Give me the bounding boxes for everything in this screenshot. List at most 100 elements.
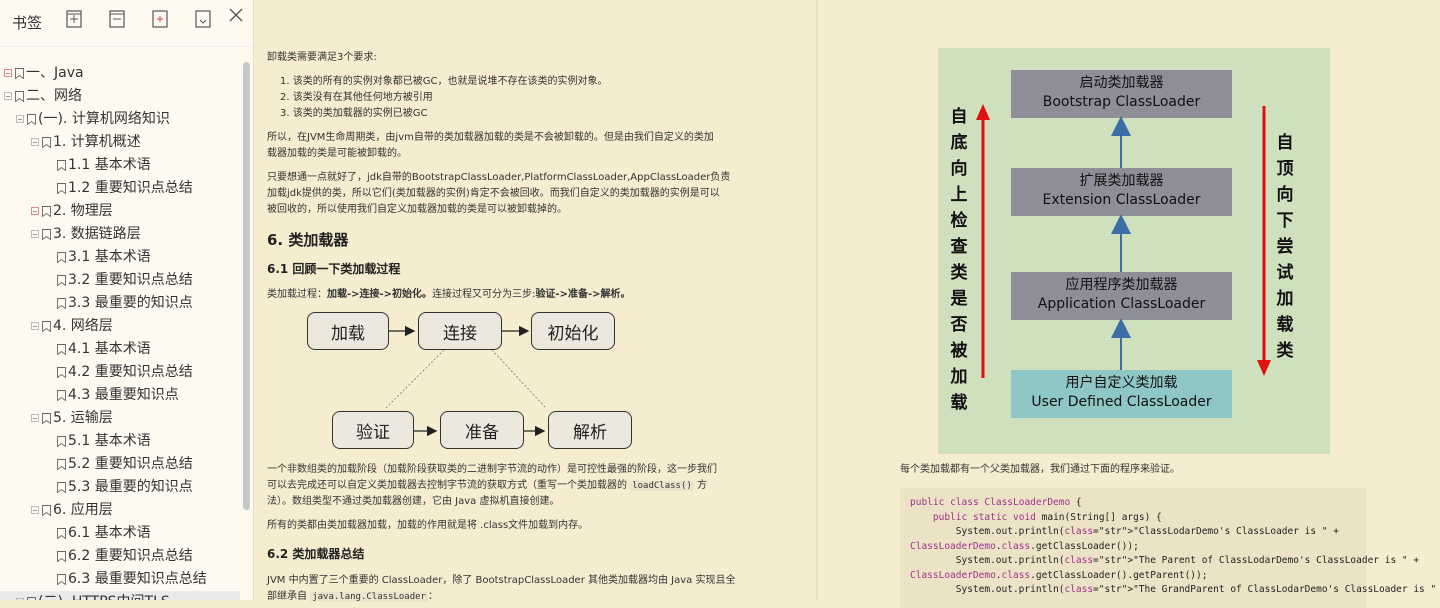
sidebar-item[interactable]: (二). HTTPS中间TLS: [0, 591, 240, 600]
close-icon[interactable]: [228, 6, 244, 24]
vertical-char: 顶: [1276, 159, 1294, 179]
bookmark-icon: [57, 528, 66, 539]
sidebar-item[interactable]: 3.1 基本术语: [0, 246, 240, 269]
collapse-toggle-icon[interactable]: [16, 115, 24, 123]
sidebar-item[interactable]: 6.1 基本术语: [0, 522, 240, 545]
inline-code: java.lang.ClassLoader: [310, 592, 428, 602]
paragraph-line: 被回收的，所以使用我们自定义加载器加载的类是可以被卸载掉的。: [267, 204, 567, 215]
sidebar-item[interactable]: 一、Java: [0, 62, 240, 85]
sidebar-item[interactable]: 5.3 最重要的知识点: [0, 476, 240, 499]
bookmark-icon: [42, 206, 51, 217]
paragraph-text: ：: [427, 591, 438, 602]
flow-resolve-box: 解析: [548, 411, 632, 449]
sidebar-item[interactable]: (一). 计算机网络知识: [0, 108, 240, 131]
sidebar-item[interactable]: 4.1 基本术语: [0, 338, 240, 361]
box-en-label: User Defined ClassLoader: [1031, 394, 1212, 410]
collapse-toggle-icon[interactable]: [31, 506, 39, 514]
sidebar-item[interactable]: 4.2 重要知识点总结: [0, 361, 240, 384]
sidebar-item[interactable]: 2. 物理层: [0, 200, 240, 223]
paragraph-line: 法）。数组类型不通过类加载器创建，它由 Java 虚拟机直接创建。: [267, 496, 560, 507]
sidebar-item-label: 3.2 重要知识点总结: [68, 272, 193, 288]
bookmark-icon: [57, 252, 66, 263]
bookmark-icon: [57, 574, 66, 585]
sidebar-item-label: 1.1 基本术语: [68, 157, 151, 173]
collapse-toggle-icon[interactable]: [31, 230, 39, 238]
sidebar-item-label: 3.3 最重要的知识点: [68, 295, 193, 311]
collapse-toggle-icon[interactable]: [31, 322, 39, 330]
bookmark-icon: [42, 137, 51, 148]
paragraph-line: 载器加载的类是可能被卸载的。: [267, 148, 407, 159]
flow-load-box: 加载: [307, 312, 389, 350]
bookmark-icon: [57, 436, 66, 447]
collapse-toggle-icon[interactable]: [31, 138, 39, 146]
bookmark-icon: [27, 597, 36, 600]
sidebar-item-label: 4.1 基本术语: [68, 341, 151, 357]
sidebar-item[interactable]: 6. 应用层: [0, 499, 240, 522]
bootstrap-loader-box: 启动类加载器 Bootstrap ClassLoader: [1011, 70, 1232, 118]
sidebar-item[interactable]: 5.1 基本术语: [0, 430, 240, 453]
vertical-char: 向: [1276, 185, 1294, 205]
sidebar-item[interactable]: 4. 网络层: [0, 315, 240, 338]
vertical-char: 载: [1276, 315, 1294, 335]
sidebar-item[interactable]: 1. 计算机概述: [0, 131, 240, 154]
vertical-char: 自: [950, 107, 968, 127]
sidebar-item[interactable]: 5.2 重要知识点总结: [0, 453, 240, 476]
vertical-char: 类: [950, 263, 968, 283]
sidebar-item[interactable]: 4.3 最重要知识点: [0, 384, 240, 407]
inline-code: loadClass(): [630, 481, 694, 491]
bookmark-icon: [57, 298, 66, 309]
sidebar-item-label: 4.3 最重要知识点: [68, 387, 179, 403]
paragraph-line: 部继承自 java.lang.ClassLoader：: [267, 589, 438, 605]
collapse-toggle-icon[interactable]: [4, 92, 12, 100]
sidebar-item-label: 4. 网络层: [53, 318, 113, 334]
code-block: public class ClassLoaderDemo { public st…: [900, 488, 1437, 608]
bottom-up-check-text: 自底向上检查类是否被加载: [949, 104, 969, 416]
paragraph-line: JVM 中内置了三个重要的 ClassLoader，除了 BootstrapCl…: [267, 575, 736, 586]
application-loader-box: 应用程序类加载器 Application ClassLoader: [1011, 272, 1232, 320]
vertical-char: 上: [950, 185, 968, 205]
code-line: public class ClassLoaderDemo {: [910, 497, 1082, 508]
add-bookmark-icon[interactable]: [152, 10, 168, 28]
sidebar-item[interactable]: 二、网络: [0, 85, 240, 108]
vertical-char: 下: [1276, 211, 1294, 231]
sidebar-item[interactable]: 6.2 重要知识点总结: [0, 545, 240, 568]
top-down-load-text: 自顶向下尝试加载类: [1275, 130, 1295, 364]
sidebar-item[interactable]: 3.2 重要知识点总结: [0, 269, 240, 292]
sidebar-item-label: 5.3 最重要的知识点: [68, 479, 193, 495]
unload-intro: 卸载类需要满足3个要求:: [267, 52, 377, 63]
bookmark-icon: [27, 114, 36, 125]
section-heading: 6. 类加载器: [267, 231, 349, 249]
sidebar-item[interactable]: 5. 运输层: [0, 407, 240, 430]
sidebar-item-label: (二). HTTPS中间TLS: [38, 591, 170, 600]
sidebar-item[interactable]: 3.3 最重要的知识点: [0, 292, 240, 315]
box-en-label: Bootstrap ClassLoader: [1042, 94, 1201, 110]
sidebar-item[interactable]: 1.1 基本术语: [0, 154, 240, 177]
sidebar-item[interactable]: 3. 数据链路层: [0, 223, 240, 246]
collapse-all-icon[interactable]: [109, 10, 125, 28]
code-line: System.out.println(class="str">"The Gran…: [910, 584, 1437, 595]
flow-prepare-box: 准备: [440, 411, 524, 449]
collapse-toggle-icon[interactable]: [4, 69, 12, 77]
bookmark-icon: [57, 390, 66, 401]
bookmark-icon[interactable]: [195, 10, 211, 28]
vertical-char: 否: [950, 315, 968, 335]
code-line: ClassLoaderDemo.class.getClassLoader().g…: [910, 569, 1208, 581]
collapse-toggle-icon[interactable]: [31, 414, 39, 422]
sidebar-title: 书签: [12, 14, 43, 32]
sidebar-scrollbar[interactable]: [243, 62, 250, 510]
paragraph-line: 加载jdk提供的类，所以它们(类加载器的实例)肯定不会被回收。而我们自定义的类加…: [267, 188, 720, 199]
bookmark-icon: [15, 68, 24, 79]
sidebar-item[interactable]: 1.2 重要知识点总结: [0, 177, 240, 200]
sidebar-item-label: 5.1 基本术语: [68, 433, 151, 449]
page-divider: [816, 0, 818, 600]
diagram-caption: 每个类加载都有一个父类加载器，我们通过下面的程序来验证。: [900, 464, 1180, 475]
collapse-toggle-icon[interactable]: [16, 598, 24, 600]
sidebar-item-label: 6.2 重要知识点总结: [68, 548, 193, 564]
paragraph-text: 可以去完成还可以自定义类加载器去控制字节流的获取方式（重写一个类加载器的: [267, 480, 631, 491]
bookmark-icon: [57, 183, 66, 194]
bookmark-icon: [57, 482, 66, 493]
sidebar-item[interactable]: 6.3 最重要知识点总结: [0, 568, 240, 591]
expand-all-icon[interactable]: [66, 10, 82, 28]
collapse-toggle-icon[interactable]: [31, 207, 39, 215]
box-cn-label: 扩展类加载器: [1079, 173, 1164, 189]
